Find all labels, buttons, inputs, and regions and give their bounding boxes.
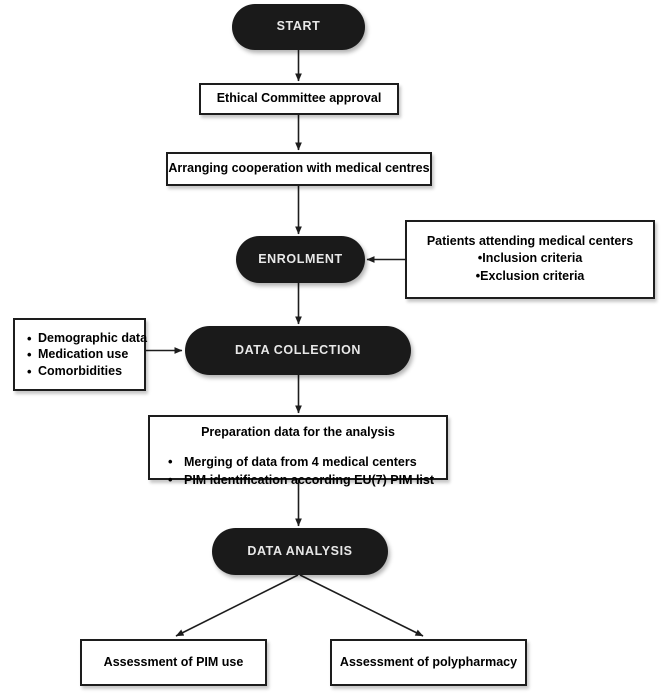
node-start[interactable]: START xyxy=(232,4,365,50)
node-ethical-committee-approval[interactable]: Ethical Committee approval xyxy=(199,83,399,115)
node-cooperation-label: Arranging cooperation with medical centr… xyxy=(168,161,430,176)
node-data-collection[interactable]: DATA COLLECTION xyxy=(185,326,411,375)
node-arranging-cooperation[interactable]: Arranging cooperation with medical centr… xyxy=(166,152,432,186)
node-enrolment-label: ENROLMENT xyxy=(258,251,343,266)
list-item: PIM identification according EU(7) PIM l… xyxy=(168,471,446,489)
node-patients-criteria[interactable]: Patients attending medical centers •Incl… xyxy=(405,220,655,299)
node-enrolment[interactable]: ENROLMENT xyxy=(236,236,365,283)
bullet-dot: • xyxy=(475,268,481,283)
preparation-title: Preparation data for the analysis xyxy=(201,425,395,439)
patients-item-exclusion: Exclusion criteria xyxy=(480,269,585,283)
node-data-analysis-label: DATA ANALYSIS xyxy=(247,543,353,558)
list-item: Medication use xyxy=(27,346,144,363)
node-outcome-pim-label: Assessment of PIM use xyxy=(103,654,244,669)
bullet-dot: • xyxy=(477,250,483,266)
preparation-steps-list: Merging of data from 4 medical centers P… xyxy=(150,453,446,489)
list-item: •Exclusion criteria xyxy=(407,267,653,285)
list-item: Merging of data from 4 medical centers xyxy=(168,453,446,471)
node-preparation-data[interactable]: Preparation data for the analysis Mergin… xyxy=(148,415,448,489)
node-assessment-polypharmacy[interactable]: Assessment of polypharmacy xyxy=(330,639,527,686)
patients-title: Patients attending medical centers xyxy=(426,234,634,249)
edge-data-analysis-to-outcome-polypharmacy xyxy=(299,574,424,637)
patients-item-inclusion: Inclusion criteria xyxy=(482,251,583,266)
node-assessment-pim-use[interactable]: Assessment of PIM use xyxy=(80,639,267,686)
node-collected-variables[interactable]: Demographic data Medication use Comorbid… xyxy=(13,318,147,391)
node-start-label: START xyxy=(276,19,321,34)
list-item: Comorbidities xyxy=(27,363,144,380)
edge-data-analysis-to-outcome-pim xyxy=(175,574,299,637)
node-data-collection-label: DATA COLLECTION xyxy=(234,342,362,357)
list-item: •Inclusion criteria xyxy=(407,249,653,267)
node-data-analysis[interactable]: DATA ANALYSIS xyxy=(212,528,388,575)
list-item: Demographic data xyxy=(27,330,147,347)
patients-criteria-list: •Inclusion criteria •Exclusion criteria xyxy=(407,249,653,284)
collected-variables-list: Demographic data Medication use Comorbid… xyxy=(15,330,147,380)
node-outcome-polypharmacy-label: Assessment of polypharmacy xyxy=(339,654,518,669)
node-ethics-label: Ethical Committee approval xyxy=(216,91,382,106)
